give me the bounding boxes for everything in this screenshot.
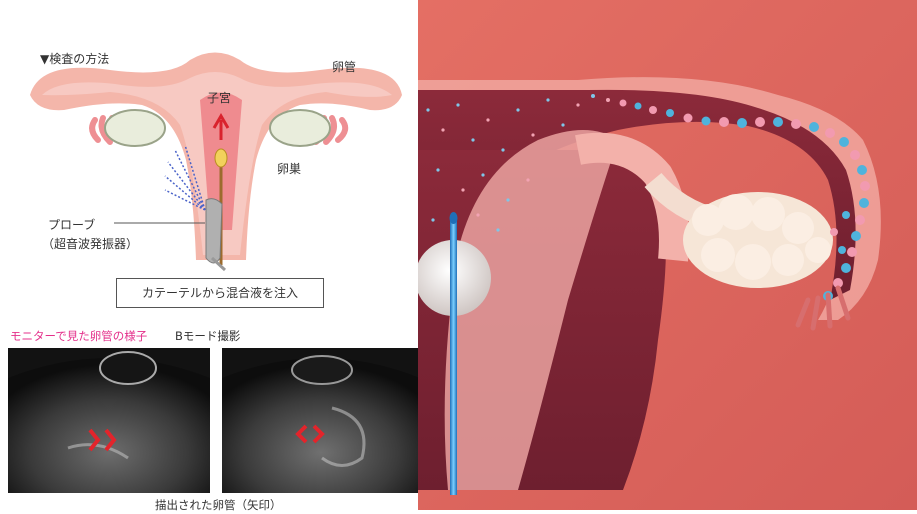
- monitor-label: モニターで見た卵管の様子: [10, 328, 147, 344]
- method-panel: ▼検査の方法 卵管 子宮 卵巣 プローブ （超音波発振器） カテーテルから混合液…: [0, 0, 425, 510]
- ovary-left: [105, 110, 165, 146]
- probe: [206, 199, 222, 263]
- ovary-right: [270, 110, 330, 146]
- catheter-balloon: [215, 149, 227, 167]
- anatomy-illustration: [418, 0, 917, 510]
- tube-label: 卵管: [332, 58, 356, 75]
- ovary-label: 卵巣: [277, 160, 301, 177]
- probe-label: プローブ: [48, 216, 95, 233]
- uterus-diagram: [0, 0, 425, 310]
- instruction-box: カテーテルから混合液を注入: [116, 278, 324, 308]
- ultrasound-image-right: [222, 348, 420, 493]
- mode-label: Bモード撮影: [175, 328, 240, 344]
- probe-sublabel: （超音波発振器）: [42, 235, 138, 252]
- uterus-label: 子宮: [207, 89, 231, 106]
- catheter-line: [450, 215, 457, 495]
- ultrasound-image-left: [8, 348, 210, 493]
- ultrasound-caption: 描出された卵管（矢印）: [155, 497, 282, 513]
